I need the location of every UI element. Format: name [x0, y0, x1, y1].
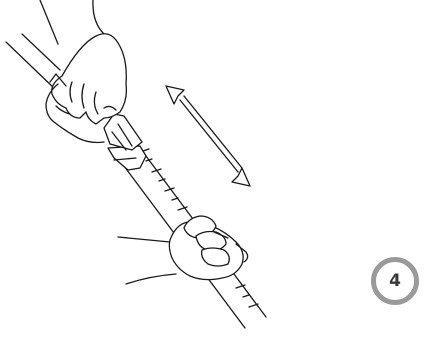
double-headed-arrow-icon	[166, 86, 250, 186]
tube-connector	[104, 114, 146, 170]
tube	[6, 34, 266, 328]
lower-hand	[118, 216, 248, 284]
step-number-badge: 4	[371, 257, 419, 305]
step-number-label: 4	[389, 273, 401, 290]
